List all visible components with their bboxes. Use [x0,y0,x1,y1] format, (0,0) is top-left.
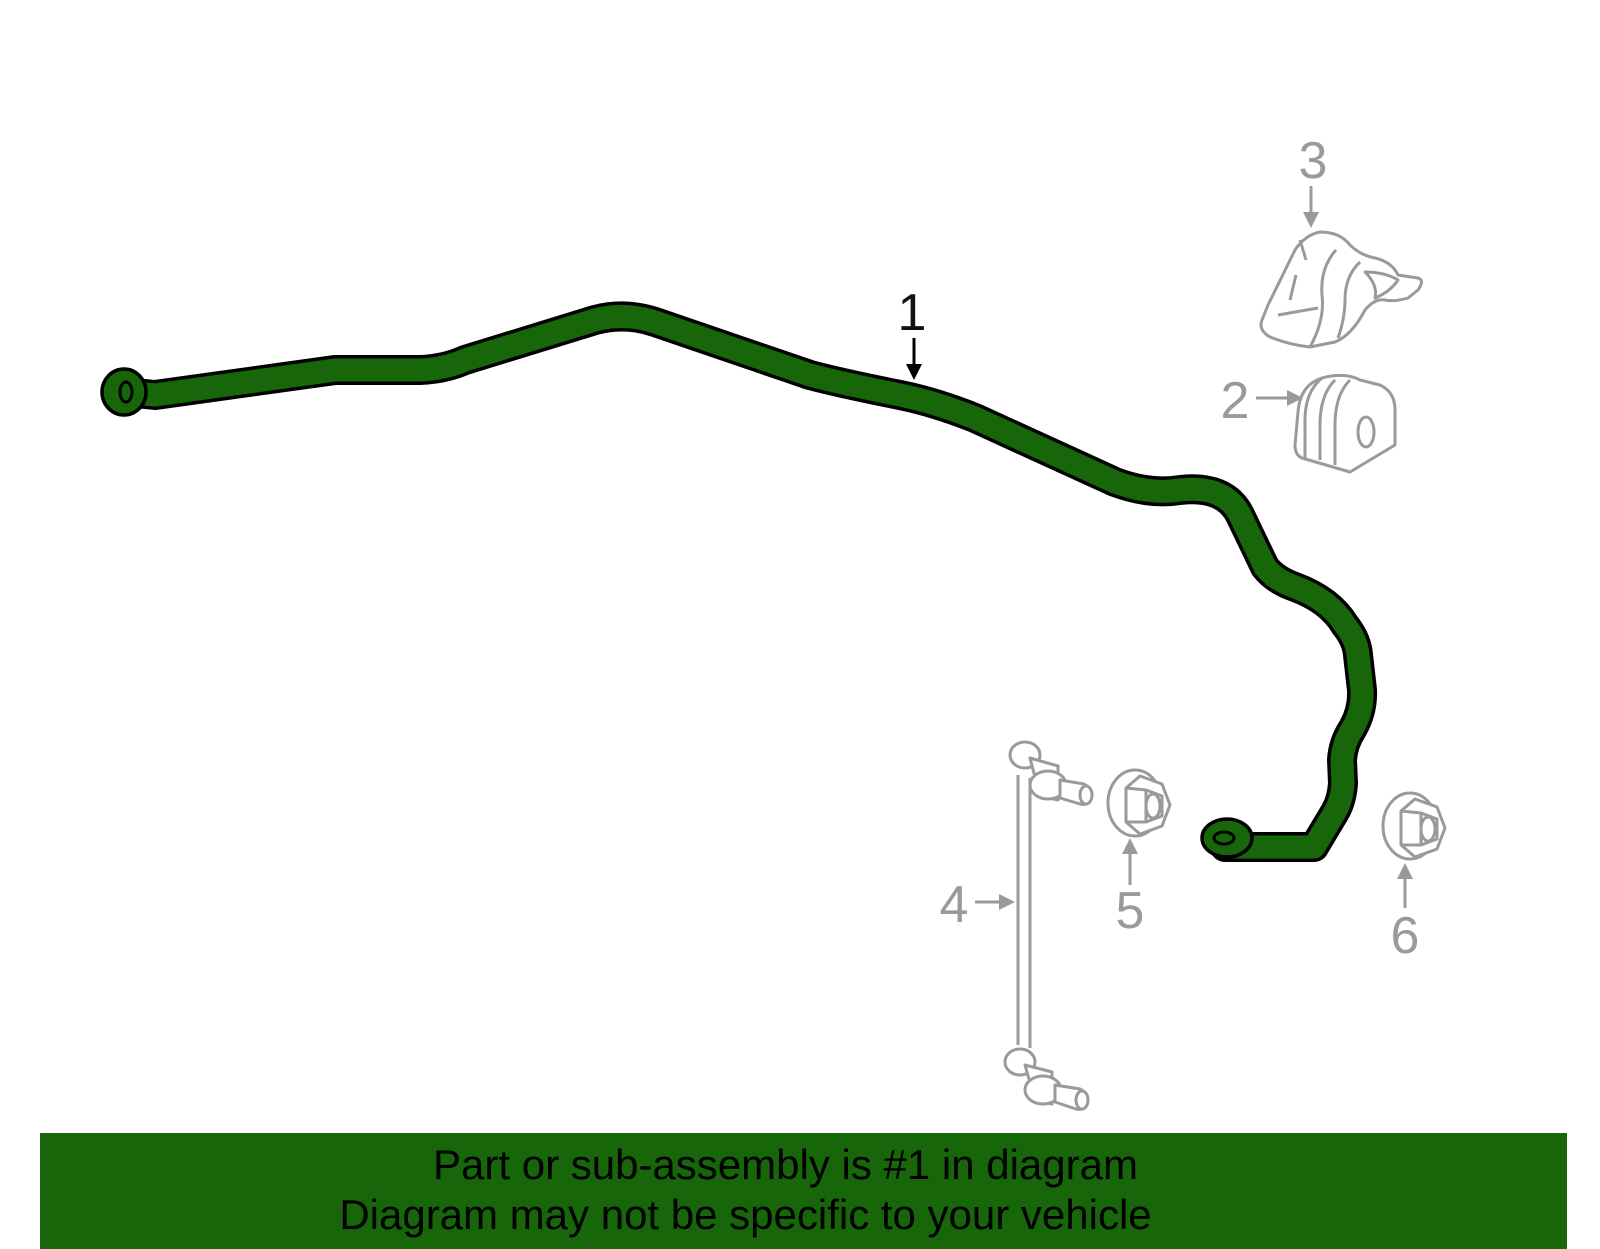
stabilizer-link-icon [1003,740,1094,1111]
callout-2: 2 [1221,372,1303,430]
callout-3: 3 [1299,132,1328,228]
svg-text:2: 2 [1221,372,1250,430]
banner-part-note: Part or sub-assembly is #1 in diagram [433,1141,1138,1188]
svg-text:4: 4 [940,876,969,934]
info-banner: Part or sub-assembly is #1 in diagram Di… [40,1133,1567,1249]
svg-text:1: 1 [898,284,927,342]
stabilizer-bar-icon[interactable] [100,301,1378,862]
callout-6: 6 [1391,863,1420,965]
callout-1: 1 [898,284,927,380]
svg-text:6: 6 [1391,907,1420,965]
flange-nut-icon [1381,791,1447,861]
callout-4: 4 [940,876,1015,934]
bracket-icon [1259,230,1423,349]
callout-5: 5 [1116,838,1145,940]
bushing-icon [1293,373,1397,474]
banner-disclaimer: Diagram may not be specific to your vehi… [339,1191,1152,1238]
flange-nut-icon [1106,768,1172,838]
svg-text:3: 3 [1299,132,1328,190]
svg-text:5: 5 [1116,882,1145,940]
